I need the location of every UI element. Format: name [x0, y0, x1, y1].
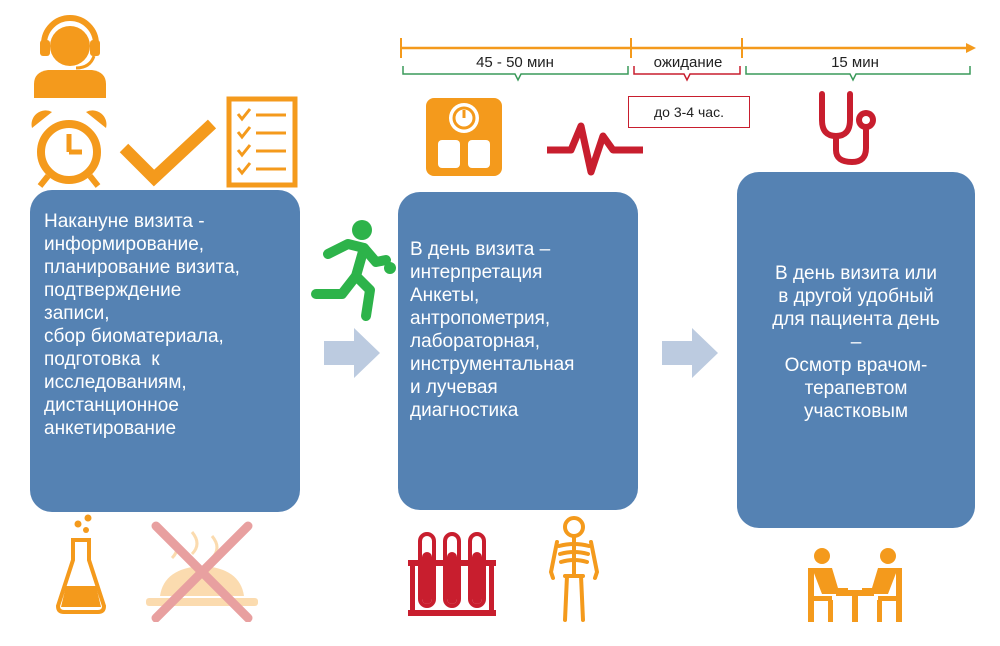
- timeline: [400, 38, 976, 82]
- doctor-exam-card: В день визита или в другой удобный для п…: [737, 172, 975, 528]
- before-visit-card: Накануне визита - информирование, планир…: [30, 190, 300, 512]
- card-line: дистанционное: [44, 395, 179, 416]
- timeline-segment-2-label: ожидание: [653, 54, 723, 71]
- card-line: терапевтом: [804, 378, 908, 399]
- flask-icon: [56, 514, 106, 614]
- card-line: и лучевая: [410, 377, 498, 398]
- card-line: в другой удобный: [778, 286, 934, 307]
- timeline-segment-1-label: 45 - 50 мин: [476, 54, 554, 71]
- flow-arrow-2: [662, 328, 718, 378]
- stethoscope-icon: [819, 91, 876, 166]
- card-line: исследованиям,: [44, 372, 187, 393]
- card-line: В день визита или: [775, 263, 937, 284]
- card-line: Накануне визита -: [44, 211, 205, 232]
- running-man-icon: [311, 220, 396, 321]
- timeline-segment-3-label: 15 мин: [831, 54, 879, 71]
- card-line: участковым: [803, 401, 909, 422]
- card-line: лабораторная,: [410, 331, 541, 352]
- checkmark-icon: [119, 119, 217, 187]
- operator-icon: [34, 15, 106, 98]
- flow-arrow-1: [324, 328, 380, 378]
- skeleton-icon: [548, 516, 600, 622]
- card-line: Анкеты,: [410, 285, 480, 306]
- card-line: антропометрия,: [410, 308, 551, 329]
- pulse-icon: [547, 122, 643, 176]
- card-line: анкетирование: [44, 418, 177, 439]
- test-tubes-icon: [408, 532, 496, 616]
- visit-day-card: В день визита – интерпретация Анкеты, ан…: [398, 192, 638, 510]
- card-line: записи,: [44, 303, 110, 324]
- wait-time-note: до 3-4 час.: [628, 96, 750, 128]
- card-line: –: [850, 332, 862, 353]
- card-line: подготовка к: [44, 349, 160, 370]
- scale-icon: [426, 98, 502, 176]
- card-line: В день визита –: [410, 239, 551, 260]
- card-line: сбор биоматериала,: [44, 326, 224, 347]
- card-line: для пациента день: [772, 309, 940, 330]
- doctor-patient-icon: [808, 548, 902, 622]
- card-line: интерпретация: [410, 262, 543, 283]
- checklist-icon: [226, 96, 298, 188]
- card-line: подтверждение: [44, 280, 182, 301]
- card-line: информирование,: [44, 234, 205, 255]
- alarm-clock-icon: [31, 110, 107, 188]
- card-line: инструментальная: [410, 354, 575, 375]
- card-line: Осмотр врачом-: [784, 355, 928, 376]
- card-line: планирование визита,: [44, 257, 240, 278]
- no-food-icon: [146, 521, 258, 622]
- card-line: диагностика: [410, 400, 519, 421]
